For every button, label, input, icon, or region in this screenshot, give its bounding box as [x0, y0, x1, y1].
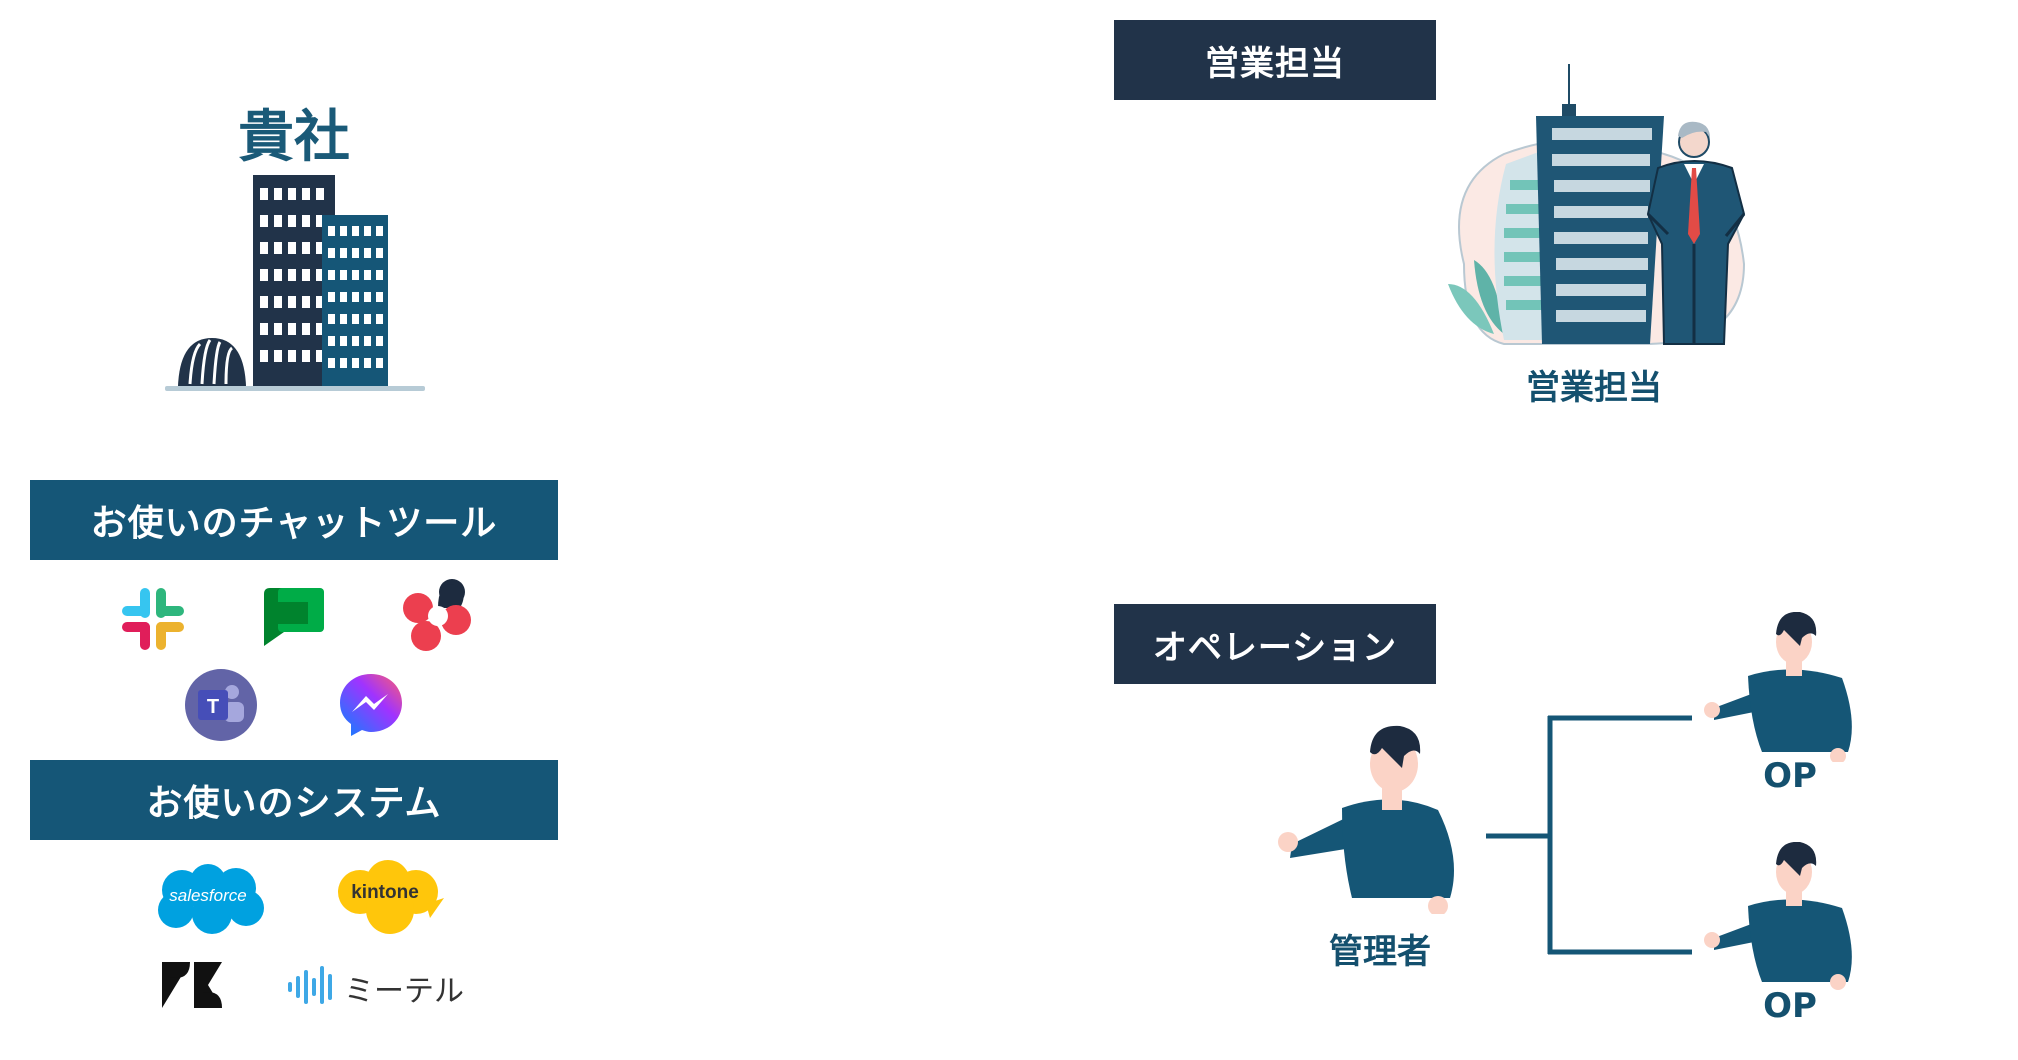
sales-heading: 営業担当 — [1114, 20, 1436, 100]
microsoft-teams-icon[interactable]: T — [184, 668, 258, 742]
kintone-logo[interactable]: kintone — [330, 858, 446, 938]
org-connector-lines — [1480, 710, 1700, 960]
meetel-logo[interactable]: ミーテル — [286, 962, 476, 1009]
salesforce-logo[interactable]: salesforce — [148, 862, 268, 938]
operator-illustration-2 — [1702, 842, 1862, 992]
svg-text:T: T — [207, 696, 219, 718]
sales-caption: 営業担当 — [1526, 368, 1662, 408]
company-title: 貴社 — [238, 105, 350, 170]
operator-illustration-1 — [1702, 612, 1862, 762]
operator-caption-2: OP — [1763, 986, 1817, 1026]
manager-caption: 管理者 — [1329, 932, 1431, 972]
systems-heading: お使いのシステム — [30, 760, 558, 840]
kintone-label: kintone — [351, 882, 419, 903]
meetel-label: ミーテル — [344, 974, 464, 1009]
messenger-icon[interactable] — [336, 670, 406, 740]
chatwork-icon[interactable] — [400, 578, 476, 654]
slack-icon[interactable] — [118, 584, 188, 654]
chat-tools-heading: お使いのチャットツール — [30, 480, 558, 560]
zendesk-logo[interactable] — [160, 960, 224, 1010]
sales-representative-illustration — [1444, 64, 1762, 348]
salesforce-label: salesforce — [169, 886, 247, 905]
google-chat-icon[interactable] — [262, 584, 326, 648]
manager-illustration — [1272, 718, 1482, 914]
operation-heading: オペレーション — [1114, 604, 1436, 684]
operator-caption-1: OP — [1763, 756, 1817, 796]
company-building-illustration — [160, 170, 430, 395]
